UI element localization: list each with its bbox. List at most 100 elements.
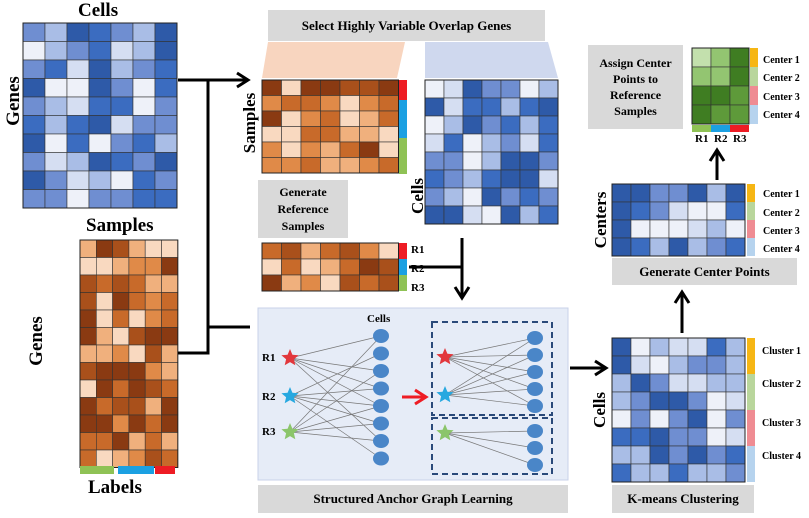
samples-genes-matrix-cell bbox=[128, 257, 146, 276]
left-connector bbox=[178, 78, 210, 355]
labels-label-bottom: Labels bbox=[88, 477, 142, 498]
cell-node-left-1 bbox=[373, 329, 389, 343]
selected-cells-matrix-cell bbox=[481, 79, 502, 99]
selected-samples-matrix-cell bbox=[359, 95, 380, 112]
samples-genes-matrix-cell bbox=[112, 379, 130, 398]
cell-node-right-2 bbox=[527, 348, 543, 362]
cluster-2-label: Cluster 2 bbox=[762, 379, 801, 390]
cells-genes-matrix-cell bbox=[110, 170, 134, 190]
cells-genes-matrix-cell bbox=[22, 96, 46, 116]
cluster-bar-1 bbox=[747, 338, 755, 374]
samples-genes-matrix-cell bbox=[161, 344, 179, 363]
samples-genes-matrix-cell bbox=[96, 274, 113, 293]
selected-samples-matrix-cell bbox=[378, 141, 399, 158]
cells-genes-matrix-cell bbox=[66, 152, 90, 172]
assign-center-4-label: Center 4 bbox=[763, 110, 800, 121]
reference-matrix-cell bbox=[261, 274, 282, 292]
structured-anchor-box: Structured Anchor Graph Learning bbox=[258, 485, 568, 513]
assign-center-bar-4 bbox=[750, 105, 758, 124]
samples-genes-matrix-cell bbox=[144, 327, 162, 346]
subgraph-edge bbox=[444, 354, 536, 358]
cell-node-left-2 bbox=[373, 346, 389, 361]
selected-samples-matrix-cell bbox=[300, 79, 321, 96]
center-bar-2 bbox=[747, 202, 755, 220]
selected-cells-matrix-cell bbox=[538, 115, 559, 135]
graph-panel bbox=[257, 307, 569, 481]
gen-center-3-label: Center 3 bbox=[763, 226, 800, 237]
selected-samples-matrix-cell bbox=[300, 157, 321, 174]
subgraph-edge bbox=[444, 356, 536, 373]
assign-ref-bar-2 bbox=[711, 125, 730, 132]
selected-samples-matrix-cell bbox=[339, 110, 360, 127]
selected-samples-matrix-cell bbox=[378, 157, 399, 174]
selected-cells-matrix-cell bbox=[500, 115, 521, 135]
cells-genes-matrix-cell bbox=[44, 78, 68, 98]
samples-genes-matrix-cell bbox=[96, 362, 113, 381]
kmeans-matrix-cell bbox=[649, 463, 670, 483]
samples-genes-matrix-cell bbox=[128, 309, 146, 328]
center-matrix-cell bbox=[687, 183, 708, 203]
samples-genes-matrix-cell bbox=[144, 239, 162, 258]
cells-genes-matrix-cell bbox=[132, 96, 156, 116]
selected-samples-matrix-cell bbox=[378, 79, 399, 96]
samples-genes-matrix-cell bbox=[161, 379, 179, 398]
center-matrix-cell bbox=[706, 237, 727, 257]
assign-matrix-cell bbox=[691, 47, 712, 68]
subgraph-edge bbox=[444, 388, 536, 396]
center-matrix-cell bbox=[668, 183, 689, 203]
reference-matrix-cell bbox=[320, 258, 341, 276]
center-matrix-cell bbox=[611, 219, 632, 239]
graph-edge bbox=[289, 431, 382, 442]
cells-genes-matrix-cell bbox=[22, 78, 46, 98]
gen-center-1-label: Center 1 bbox=[763, 189, 800, 200]
assign-center-bar-2 bbox=[750, 67, 758, 86]
kmeans-matrix-cell bbox=[649, 373, 670, 393]
cell-node-right-4 bbox=[527, 382, 543, 396]
assign-ref-bar-3 bbox=[730, 125, 749, 132]
subgraph-box-2 bbox=[431, 417, 553, 475]
cells-genes-matrix-cell bbox=[22, 22, 46, 42]
cells-genes-matrix-cell bbox=[110, 22, 134, 42]
selected-samples-matrix-cell bbox=[339, 95, 360, 112]
subgraph-edge bbox=[444, 354, 536, 396]
arrow-to-centers-head bbox=[673, 289, 691, 304]
label-bar-2 bbox=[118, 466, 154, 474]
assign-matrix-cell bbox=[729, 47, 750, 68]
assign-matrix-cell bbox=[691, 66, 712, 87]
assign-centers-box: Assign Center Points to Reference Sample… bbox=[588, 45, 683, 129]
samples-genes-matrix-cell bbox=[128, 239, 146, 258]
selected-cells-matrix-cell bbox=[462, 133, 483, 153]
cells-genes-matrix-cell bbox=[44, 59, 68, 79]
cells-genes-matrix-cell bbox=[66, 22, 90, 42]
cells-genes-matrix-cell bbox=[132, 41, 156, 61]
cells-genes-matrix-cell bbox=[66, 170, 90, 190]
reference-matrix-cell bbox=[300, 258, 321, 276]
samples-genes-matrix-cell bbox=[96, 449, 113, 468]
cells-genes-matrix-cell bbox=[154, 152, 178, 172]
cell-node-left-7 bbox=[373, 434, 389, 448]
cells-genes-matrix-cell bbox=[88, 41, 112, 61]
selected-cells-matrix-cell bbox=[424, 133, 445, 153]
kmeans-matrix-cell bbox=[687, 337, 708, 357]
kmeans-matrix-cell bbox=[687, 355, 708, 375]
samples-genes-matrix-cell bbox=[128, 397, 146, 416]
center-bar-3 bbox=[747, 220, 755, 238]
selected-cells-matrix-cell bbox=[462, 169, 483, 189]
selected-samples-matrix-cell bbox=[261, 110, 282, 127]
samples-genes-matrix-cell bbox=[161, 362, 179, 381]
center-matrix-border bbox=[611, 183, 746, 257]
selected-cells-matrix-cell bbox=[500, 97, 521, 117]
reference-matrix-cell bbox=[300, 274, 321, 292]
selected-cells-matrix-cell bbox=[500, 205, 521, 225]
selected-cells-matrix-cell bbox=[500, 151, 521, 171]
kmeans-matrix-cell bbox=[725, 337, 746, 357]
reference-matrix-cell bbox=[339, 242, 360, 260]
center-matrix-cell bbox=[668, 219, 689, 239]
kmeans-matrix-cell bbox=[687, 463, 708, 483]
cells-genes-matrix-cell bbox=[66, 189, 90, 209]
reference-matrix-cell bbox=[320, 242, 341, 260]
samples-genes-matrix-cell bbox=[112, 397, 130, 416]
cells-genes-matrix-cell bbox=[66, 78, 90, 98]
reference-matrix-cell bbox=[281, 242, 302, 260]
samples-genes-matrix-cell bbox=[144, 379, 162, 398]
